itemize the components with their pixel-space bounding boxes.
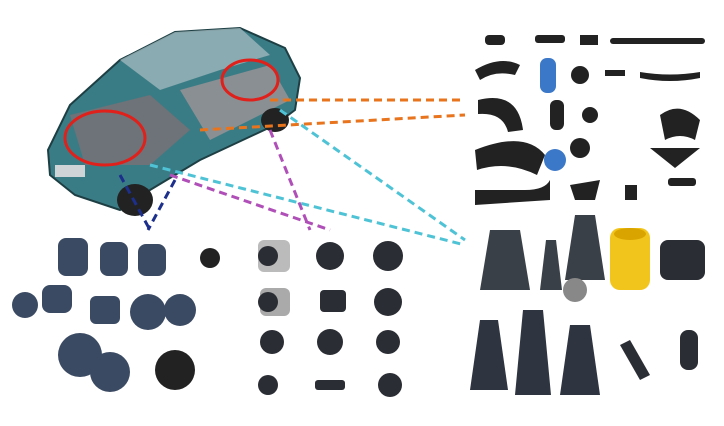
engine-mounts [12,238,220,392]
cv-joint-boots [470,310,600,395]
bellows-and-boots [480,215,605,302]
hoses-and-grommets [475,35,705,205]
connector-lines [118,98,466,247]
car-cutaway [46,26,302,216]
engine-highlight-circle [63,109,147,167]
bushings [258,240,403,397]
polyurethane-bushings [610,228,705,290]
small-bellows [620,330,698,380]
suspension-highlight-circle [220,58,280,102]
